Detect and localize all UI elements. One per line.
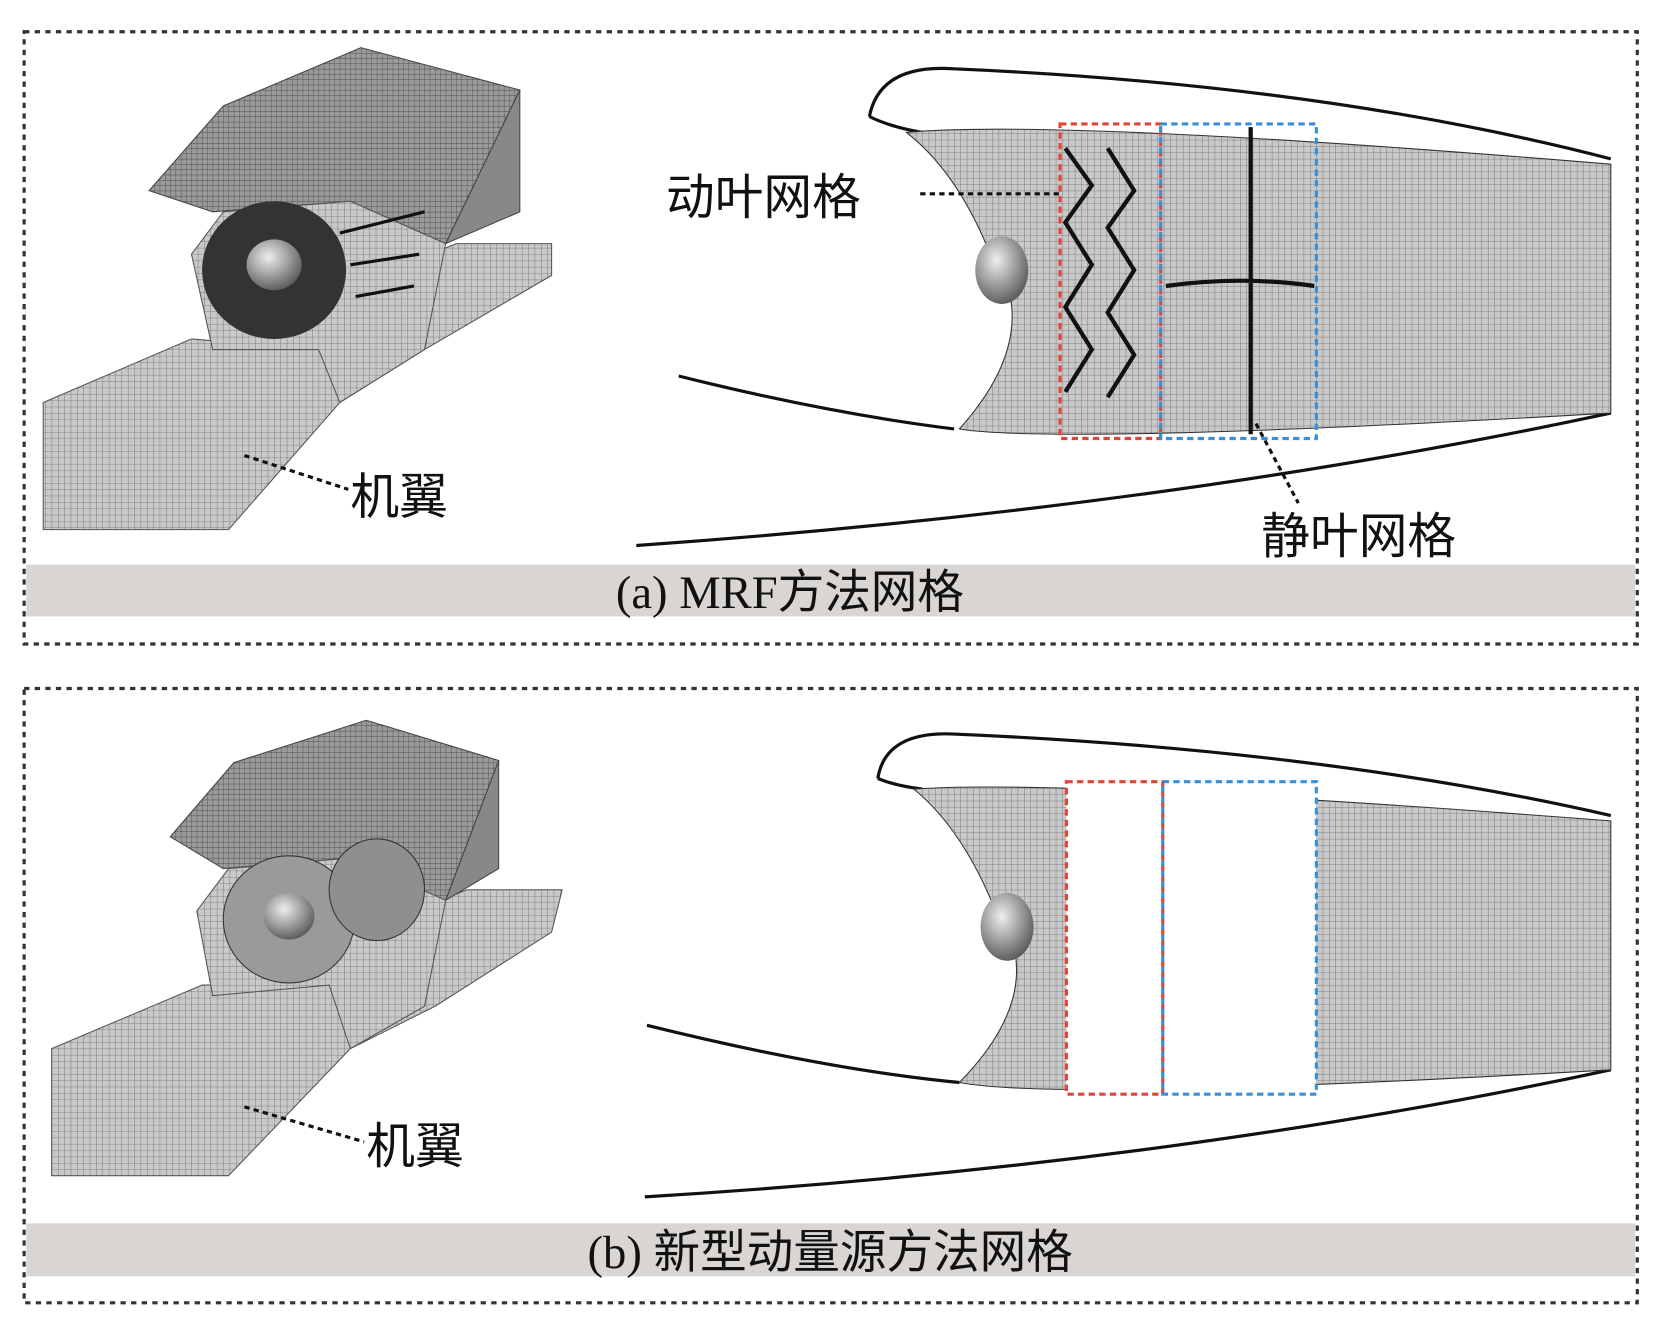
leader-stator-mesh	[1254, 422, 1300, 504]
label-wing-a: 机翼	[350, 470, 447, 526]
label-wing-b: 机翼	[366, 1119, 463, 1175]
label-stator-mesh: 静叶网格	[1261, 509, 1456, 565]
label-rotor-mesh: 动叶网格	[666, 170, 861, 226]
spinner	[975, 236, 1029, 304]
rotor-source-box	[1064, 780, 1165, 1096]
panel-b-wing-nacelle-3d	[51, 719, 563, 1177]
panel-b-nacelle-section	[644, 732, 1612, 1199]
panel-b-border	[22, 686, 1639, 1305]
actuator-disk-stator	[328, 838, 426, 942]
stator-source-box	[1161, 780, 1318, 1096]
panel-a-wing-nacelle-3d	[42, 47, 553, 531]
panel-a-border	[22, 30, 1639, 646]
caption-a: (a) MRF方法网格	[616, 567, 964, 619]
stator-mesh-box	[1159, 122, 1318, 441]
panel-a: 动叶网格 机翼 静叶网格 (a) MRF方法网格	[22, 30, 1639, 646]
panel-b: 机翼 (b) 新型动量源方法网格	[22, 686, 1639, 1305]
panel-a-nacelle-section	[636, 66, 1612, 548]
leader-wing-b	[243, 1105, 365, 1144]
spinner-hub	[246, 239, 302, 291]
spinner-hub-b	[263, 892, 315, 940]
leader-wing-a	[243, 453, 349, 491]
rotor-mesh-box	[1058, 122, 1163, 441]
caption-bar-b	[26, 1223, 1636, 1277]
caption-bar-a	[26, 564, 1636, 617]
spinner-b	[980, 892, 1034, 961]
caption-b: (b) 新型动量源方法网格	[588, 1227, 1073, 1279]
